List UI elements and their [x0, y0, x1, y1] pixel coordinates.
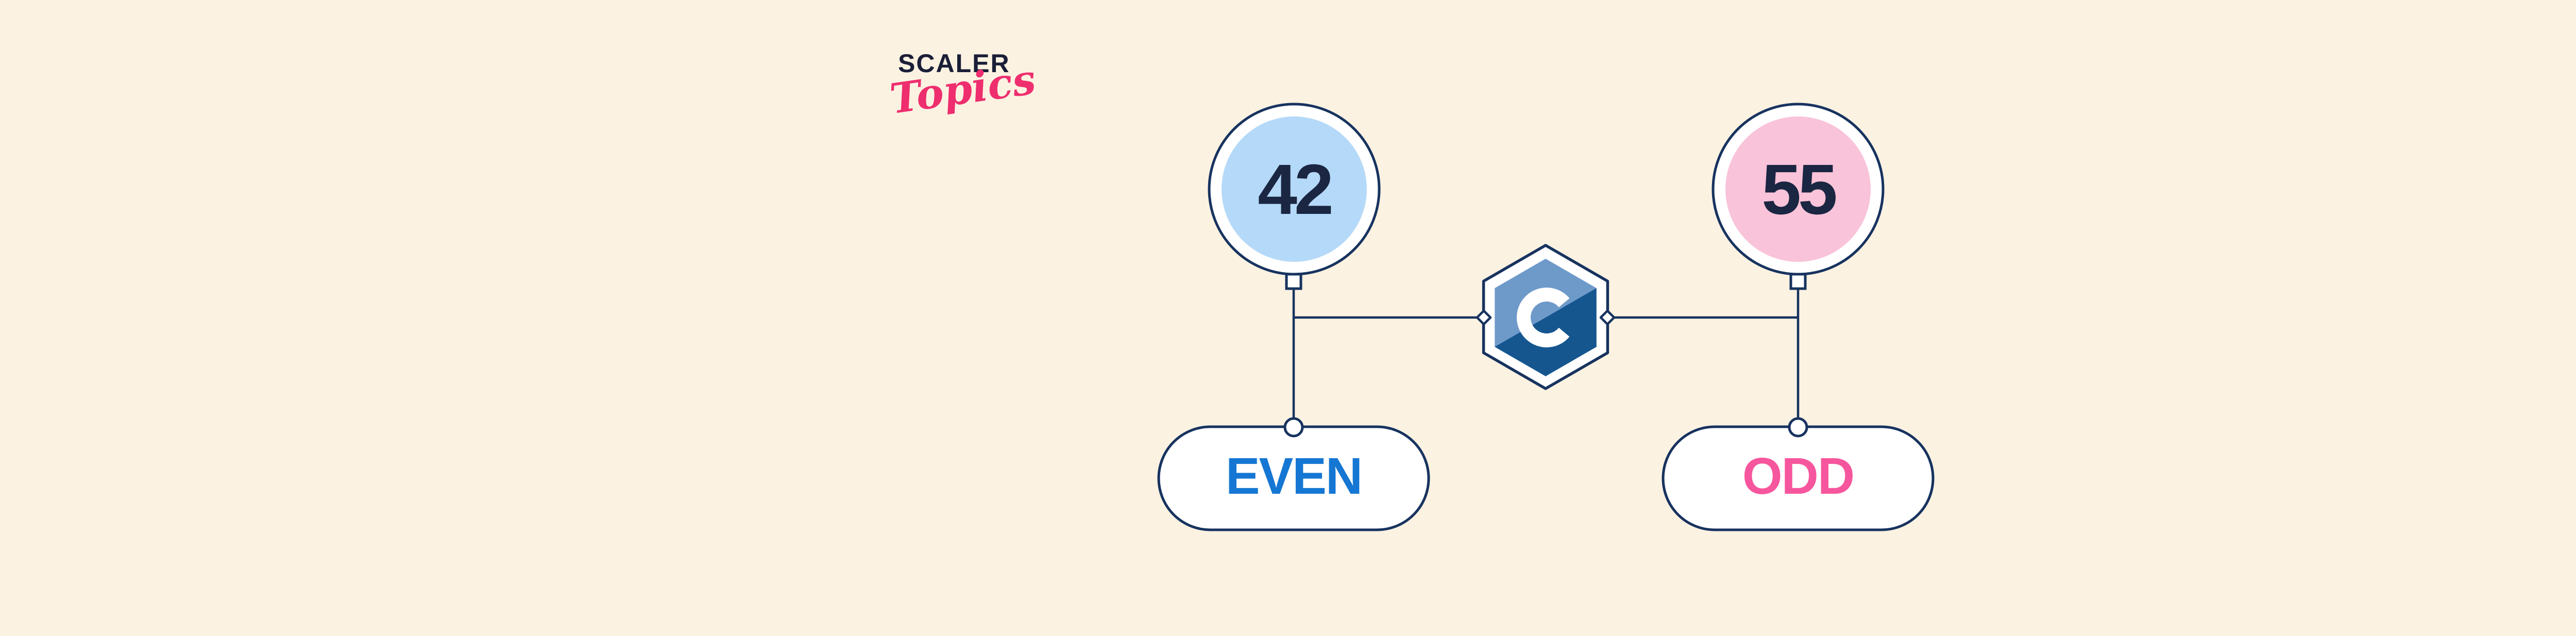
odd-number-node	[1711, 103, 1885, 276]
even-circle-fill	[1222, 116, 1367, 262]
odd-label: ODD	[1742, 447, 1855, 505]
even-label: EVEN	[1225, 447, 1363, 505]
c-logo-hexagon-dark-half	[1495, 288, 1597, 376]
c-language-logo-icon	[1476, 244, 1616, 390]
even-ring-connector	[1283, 417, 1304, 438]
scaler-wordmark: SCALER	[898, 49, 1010, 78]
even-square-connector	[1285, 273, 1302, 290]
c-logo-right-diamond-connector	[1599, 309, 1616, 326]
even-number-value: 42	[1258, 150, 1334, 229]
c-logo-left-diamond-connector	[1476, 309, 1492, 326]
odd-ring-connector	[1788, 417, 1808, 438]
odd-number-value: 55	[1761, 150, 1838, 229]
even-number-node	[1208, 103, 1381, 276]
c-logo-letter	[1516, 288, 1570, 348]
odd-square-connector	[1789, 273, 1807, 290]
odd-circle-fill	[1725, 116, 1871, 262]
